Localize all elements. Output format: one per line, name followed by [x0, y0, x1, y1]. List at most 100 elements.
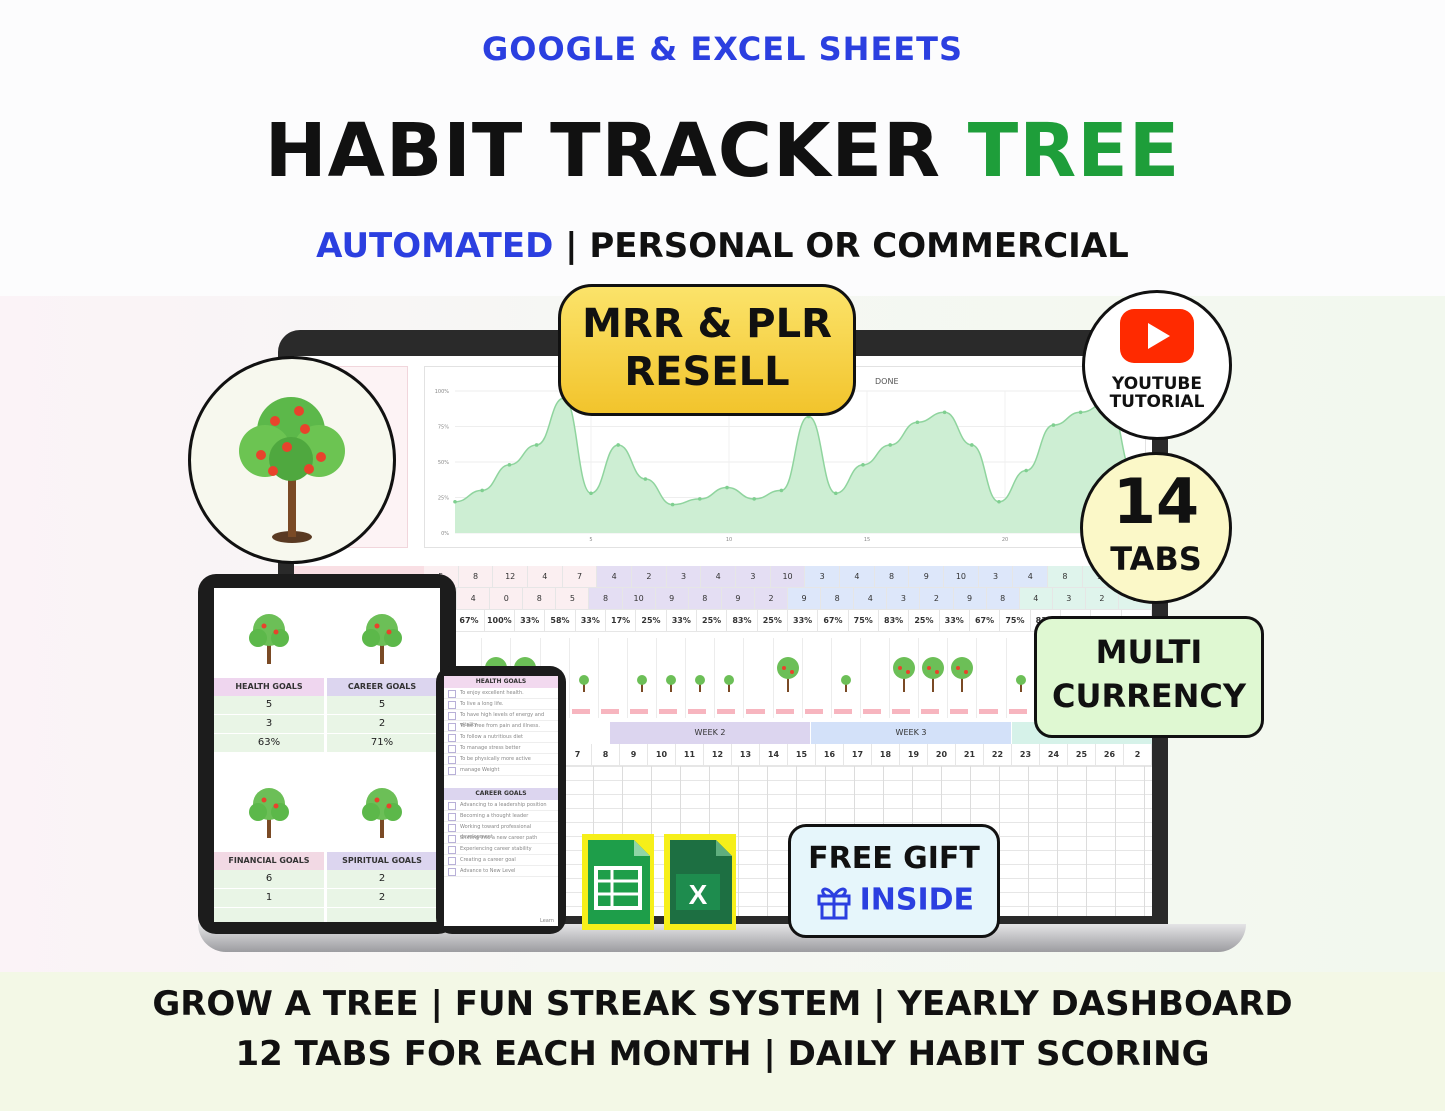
day-header: 10 — [648, 744, 676, 766]
goal-header: SPIRITUAL GOALS — [327, 852, 437, 870]
goal-header: HEALTH GOALS — [214, 678, 324, 696]
stats-cell: 33% — [514, 610, 546, 632]
chart-point — [861, 463, 865, 467]
youtube-line1: YOUTUBE — [1112, 374, 1202, 394]
goal-value: 6 — [214, 870, 324, 889]
day-header: 21 — [956, 744, 984, 766]
page-title: HABIT TRACKER TREE — [0, 108, 1445, 194]
goal-value: 3 — [214, 715, 324, 734]
title-accent: TREE — [967, 108, 1181, 194]
day-header: 2 — [1124, 744, 1152, 766]
subtitle: GOOGLE & EXCEL SHEETS — [481, 30, 964, 68]
goal-header: CAREER GOALS — [327, 678, 437, 696]
phone-learn-label: Learn — [540, 918, 554, 924]
stats-cell: 25% — [636, 610, 667, 632]
phone-mockup: HEALTH GOALS To enjoy excellent health.T… — [436, 666, 566, 934]
stats-cell: 9 — [909, 566, 945, 588]
streak-bar — [950, 709, 969, 714]
footer-line2: 12 TABS FOR EACH MONTH | DAILY HABIT SCO… — [235, 1034, 1210, 1074]
youtube-line2: TUTORIAL — [1109, 392, 1205, 412]
phone-goal-item[interactable]: Advancing to a leadership position — [444, 800, 558, 811]
goal-value: 2 — [327, 870, 437, 889]
streak-bar — [892, 709, 911, 714]
phone-goal-item[interactable]: To follow a nutritious diet — [444, 732, 558, 743]
stats-cell: 8 — [458, 566, 494, 588]
phone-goal-item[interactable]: To enjoy excellent health. — [444, 688, 558, 699]
tagline-rest: | PERSONAL OR COMMERCIAL — [553, 226, 1129, 266]
tree-streak-cell — [919, 638, 949, 718]
tree-icon — [362, 614, 402, 664]
tree-icon — [578, 675, 589, 692]
phone-goal-item[interactable]: To manage stress better — [444, 743, 558, 754]
chart-point — [1024, 468, 1028, 473]
stats-row-missed: 74085810989298432984329 — [424, 588, 1152, 610]
chart-label: DONE — [875, 377, 899, 386]
phone-goal-item[interactable]: To be free from pain and illness. — [444, 721, 558, 732]
stats-cell: 58% — [545, 610, 576, 632]
stats-cell: 8 — [874, 566, 910, 588]
stats-cell: 4 — [1019, 588, 1053, 610]
tree-icon — [893, 657, 915, 692]
phone-goals-screen: HEALTH GOALS To enjoy excellent health.T… — [444, 676, 558, 926]
streak-bar — [688, 709, 707, 714]
chart-point — [915, 420, 920, 425]
google-sheets-badge — [582, 834, 654, 930]
y-tick-label: 75% — [438, 425, 449, 431]
phone-goal-item[interactable]: manage Weight — [444, 765, 558, 776]
x-tick-label: 20 — [1002, 537, 1008, 543]
goal-value: 5 — [327, 696, 437, 715]
stats-cell: 4 — [840, 566, 875, 588]
phone-career-header: CAREER GOALS — [444, 788, 558, 800]
stats-cell: 8 — [986, 588, 1020, 610]
tree-streak-cell — [861, 638, 890, 718]
chart-point — [997, 499, 1001, 504]
day-header: 23 — [1012, 744, 1040, 766]
stats-cell: 83% — [727, 610, 758, 632]
stats-cell: 83% — [878, 610, 910, 632]
phone-goal-item[interactable]: To have high levels of energy and vitali… — [444, 710, 558, 728]
stats-cell: 100% — [484, 610, 515, 632]
phone-goal-item[interactable]: Creating a career goal — [444, 855, 558, 866]
streak-bar — [921, 709, 940, 714]
stats-cell: 25% — [757, 610, 788, 632]
phone-goal-item[interactable]: Shifting into a new career path — [444, 833, 558, 844]
day-header: 13 — [732, 744, 760, 766]
phone-goal-item[interactable]: Working toward professional development — [444, 822, 558, 840]
chart-point — [725, 485, 729, 490]
stats-cell: 12 — [493, 566, 529, 588]
week-3-header: WEEK 3 — [811, 722, 1011, 744]
svg-text:X: X — [689, 879, 708, 910]
day-header: 20 — [928, 744, 956, 766]
streak-bar — [862, 709, 881, 714]
stats-cell: 4 — [1013, 566, 1049, 588]
day-header: 14 — [760, 744, 788, 766]
tree-streak-cell — [657, 638, 687, 718]
excel-badge: X — [664, 834, 736, 930]
chart-point — [507, 463, 512, 467]
phone-goal-item[interactable]: Experiencing career stability — [444, 844, 558, 855]
tree-icon — [840, 675, 851, 692]
tree-icon — [636, 675, 647, 692]
x-tick-label: 10 — [726, 537, 732, 543]
tagline-accent: AUTOMATED — [316, 226, 554, 266]
streak-bar — [629, 709, 648, 714]
tagline: AUTOMATED | PERSONAL OR COMMERCIAL — [0, 226, 1445, 266]
header-band — [0, 0, 1445, 296]
streak-bar — [833, 709, 852, 714]
stats-cell: 75% — [1000, 610, 1031, 632]
excel-icon: X — [670, 840, 732, 924]
phone-goal-item[interactable]: To live a long life. — [444, 699, 558, 710]
tabs-count-badge: 14 TABS — [1080, 452, 1232, 604]
stats-cell: 8 — [821, 588, 855, 610]
phone-goal-item[interactable]: Becoming a thought leader — [444, 811, 558, 822]
stats-cell: 2 — [632, 566, 667, 588]
phone-goal-item[interactable]: Advance to New Level — [444, 866, 558, 877]
phone-goal-item[interactable]: To be physically more active — [444, 754, 558, 765]
youtube-play-icon — [1120, 309, 1194, 363]
stats-cell: 8 — [523, 588, 557, 610]
goal-header: FINANCIAL GOALS — [214, 852, 324, 870]
chart-point — [453, 499, 457, 504]
